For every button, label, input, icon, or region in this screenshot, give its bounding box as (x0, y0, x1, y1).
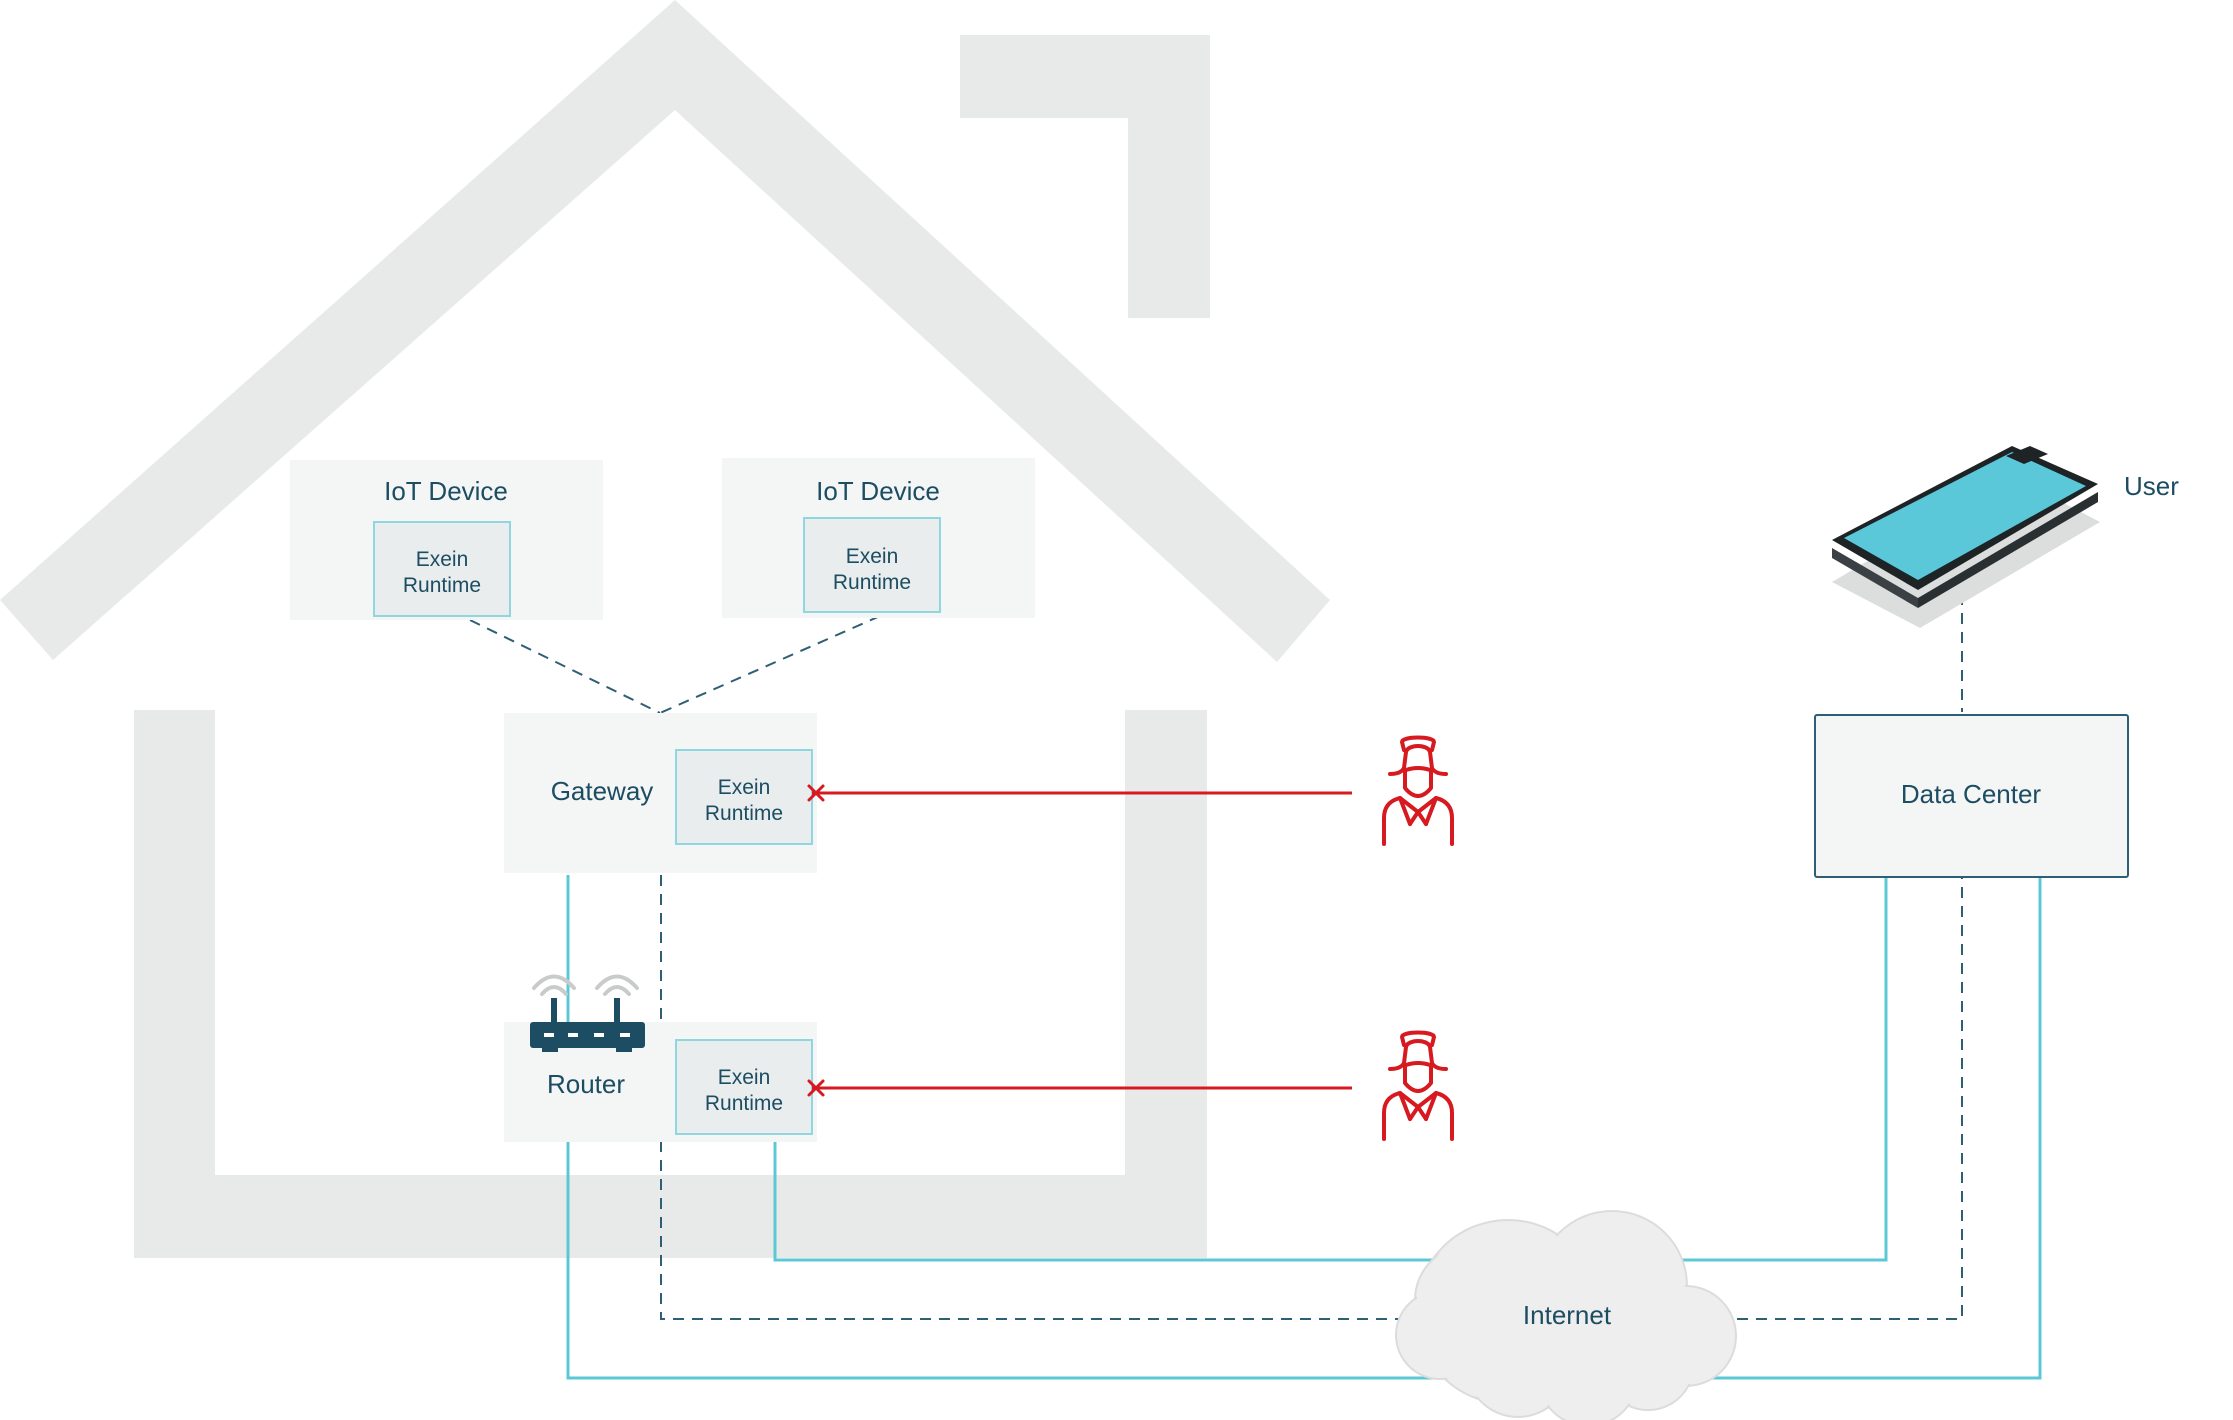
gateway-datacenter-dashed (660, 875, 1963, 1320)
internet-label: Internet (1523, 1300, 1612, 1330)
data-center-box (1814, 714, 2129, 878)
exein-runtime-label: Runtime (833, 571, 911, 594)
exein-runtime-box (803, 517, 941, 613)
router-internet-datacenter-line (566, 875, 2042, 1380)
connections (469, 575, 2042, 1380)
router-runtime-internet-datacenter-line (773, 875, 1888, 1262)
exein-runtime-label: Runtime (705, 802, 783, 825)
blocked-x-icon (807, 1079, 825, 1097)
gateway-label: Gateway (551, 776, 654, 806)
hacker-icon (1382, 1030, 1454, 1141)
data-center-label: Data Center (1901, 779, 2042, 809)
exein-runtime-box (675, 749, 813, 845)
house-outline (0, 0, 1330, 1258)
house-chimney (960, 35, 1210, 318)
smartphone-icon (1832, 446, 2100, 628)
wifi-router-icon (530, 974, 645, 1052)
exein-runtime-box (373, 521, 511, 617)
exein-runtime-label: Exein (718, 1066, 771, 1089)
attack-line-gateway (807, 784, 1352, 802)
iot-device-2: IoT Device Exein Runtime (722, 458, 1035, 618)
iot-device-1: IoT Device Exein Runtime (290, 460, 603, 620)
user-label: User (2124, 471, 2179, 501)
data-center: Data Center (1814, 714, 2129, 878)
exein-runtime-label: Exein (846, 545, 899, 568)
phone-screen (1844, 452, 2086, 580)
house-walls (134, 710, 1207, 1258)
iot2-gateway-dashed (659, 615, 881, 714)
exein-runtime-label: Exein (718, 776, 771, 799)
attack-line-router (807, 1079, 1352, 1097)
hacker-icon (1382, 735, 1454, 846)
iot1-gateway-dashed (469, 619, 661, 714)
cloud-icon (1395, 1210, 1737, 1420)
exein-runtime-label: Runtime (705, 1092, 783, 1115)
iot-device-title: IoT Device (384, 476, 508, 506)
blocked-x-icon (807, 784, 825, 802)
exein-runtime-label: Runtime (403, 574, 481, 597)
iot-device-title: IoT Device (816, 476, 940, 506)
exein-runtime-label: Exein (416, 548, 469, 571)
router-label: Router (547, 1069, 625, 1099)
gateway: Gateway Exein Runtime (504, 713, 817, 873)
